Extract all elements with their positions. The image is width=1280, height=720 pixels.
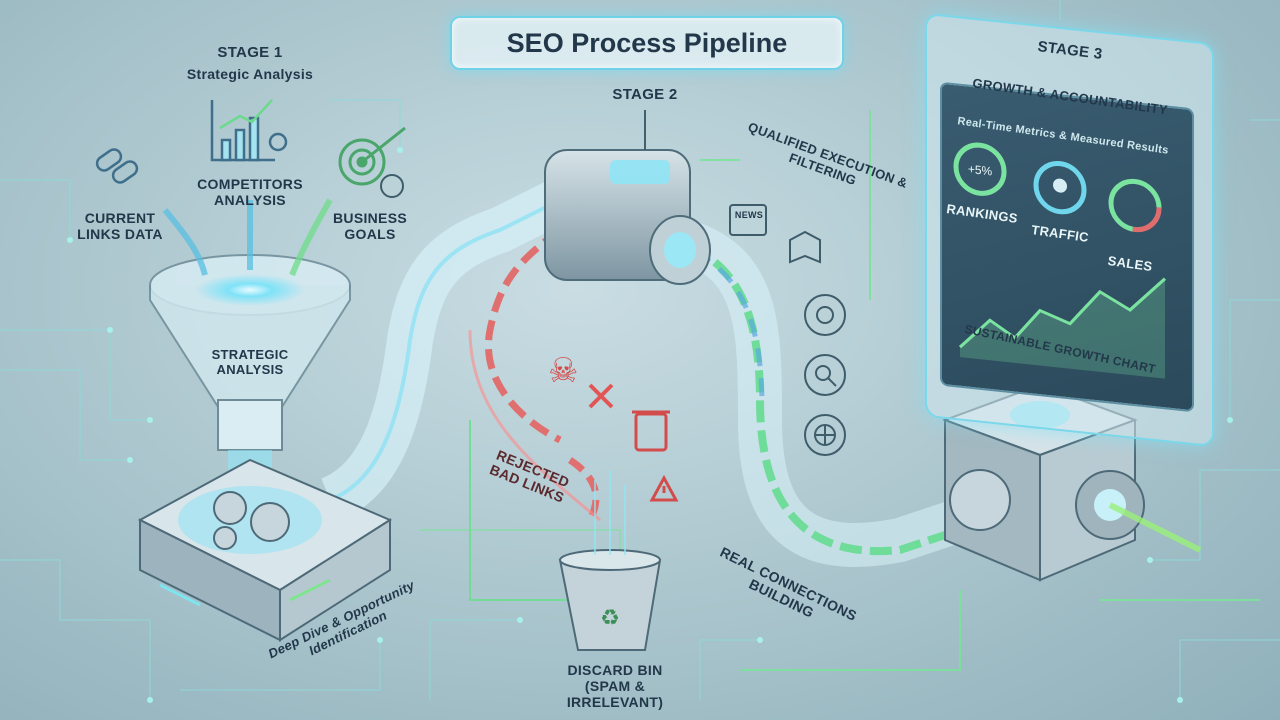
pipe-joint-stage2	[544, 110, 711, 285]
page-title: SEO Process Pipeline	[450, 16, 844, 70]
page-title-text: SEO Process Pipeline	[506, 27, 788, 58]
svg-text:☠: ☠	[548, 352, 578, 390]
stage1-heading: STAGE 1	[217, 44, 283, 61]
metrics-panel-graphics: +5%	[953, 142, 1167, 379]
gauge-text: +5%	[968, 162, 993, 179]
news-icon: NEWS	[734, 210, 764, 220]
discard-bin: ♻	[558, 470, 662, 651]
business-goals-label: BUSINESS GOALS	[333, 210, 407, 243]
funnel-label: STRATEGIC ANALYSIS	[211, 347, 289, 377]
current-links-label: CURRENT LINKS DATA	[77, 210, 163, 243]
circuit-nodes	[67, 147, 1233, 703]
competitors-analysis-label: COMPETITORS ANALYSIS	[197, 176, 303, 209]
circuit-lines	[0, 0, 1280, 700]
stage1-subtitle: Strategic Analysis	[186, 66, 314, 82]
stage1-base	[137, 458, 393, 642]
discard-bin-label: DISCARD BIN (SPAM & IRRELEVANT)	[566, 662, 664, 711]
stage2-heading: STAGE 2	[612, 86, 678, 103]
svg-text:♻: ♻	[600, 605, 620, 630]
